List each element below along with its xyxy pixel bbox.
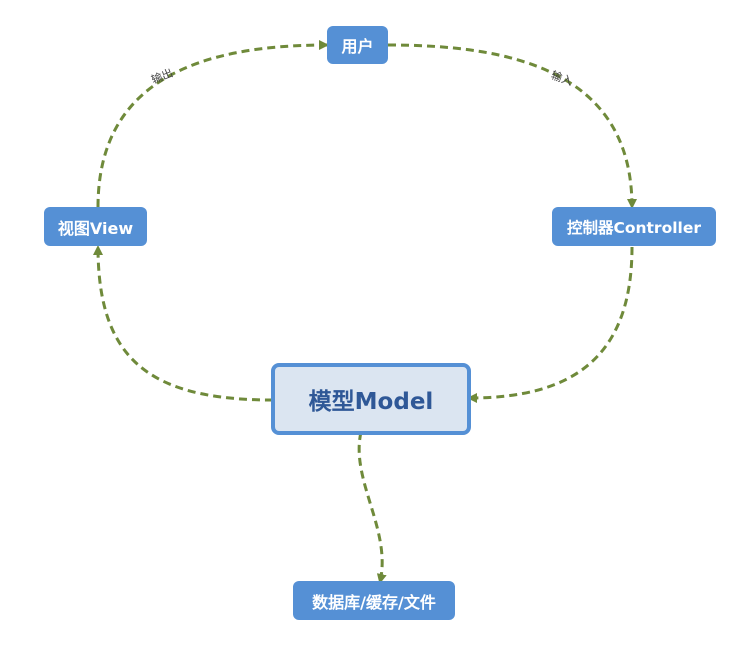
connector-model-to-view	[93, 245, 274, 402]
node-user[interactable]: 用户	[327, 26, 388, 64]
connector-controller-to-model	[467, 246, 634, 403]
connector-user-to-controller	[387, 43, 637, 209]
connector-view-to-user	[96, 40, 329, 208]
connector-model-storage	[357, 423, 387, 584]
node-model[interactable]: 模型Model	[271, 363, 471, 435]
node-controller[interactable]: 控制器Controller	[552, 207, 716, 246]
node-view[interactable]: 视图View	[44, 207, 147, 246]
node-storage[interactable]: 数据库/缓存/文件	[293, 581, 455, 620]
